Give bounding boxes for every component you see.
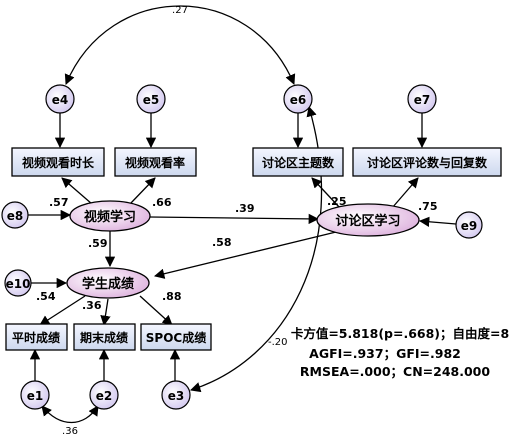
- error-e10-label: e10: [6, 277, 31, 291]
- coef-score-final: .36: [82, 299, 102, 312]
- error-e2-label: e2: [96, 389, 113, 403]
- latent-discussion-learning: 讨论区学习: [316, 203, 420, 237]
- box-usual-score-label: 平时成绩: [12, 330, 60, 345]
- error-e10: e10: [4, 269, 32, 297]
- coef-e3-e6: -.20: [268, 337, 288, 348]
- latent-video-learning-label: 视频学习: [84, 209, 136, 225]
- error-e6: e6: [283, 84, 313, 114]
- error-e3-label: e3: [168, 389, 185, 403]
- latent-video-learning: 视频学习: [69, 200, 151, 232]
- error-e1: e1: [20, 380, 50, 410]
- path-discussion-reply: [391, 177, 419, 209]
- box-topic-count-label: 讨论区主题数: [262, 155, 335, 170]
- latent-student-score: 学生成绩: [66, 267, 150, 299]
- fit-line-1: 卡方值=5.818(p=.668)；自由度=8: [291, 326, 509, 341]
- coef-e4-e6: .27: [172, 5, 188, 16]
- error-e8-label: e8: [7, 209, 24, 223]
- box-reply-count-label: 讨论区评论数与回复数: [367, 155, 488, 170]
- error-e9: e9: [455, 211, 483, 239]
- latent-variables: 视频学习 讨论区学习 学生成绩: [66, 200, 420, 299]
- box-usual-score: 平时成绩: [5, 323, 68, 351]
- coef-discussion-reply: .75: [418, 200, 438, 213]
- coef-discussion-score: .58: [212, 236, 232, 249]
- coef-discussion-topic: .25: [327, 195, 347, 208]
- cov-e1-e2: [41, 405, 99, 423]
- box-reply-count: 讨论区评论数与回复数: [352, 147, 502, 177]
- latent-discussion-learning-label: 讨论区学习: [335, 213, 400, 229]
- path-score-final: [100, 298, 111, 327]
- path-video-rate: [129, 177, 156, 205]
- observed-variables: 视频观看时长 视频观看率 讨论区主题数 讨论区评论数与回复数 平时成绩 期末成绩…: [5, 147, 502, 351]
- box-watch-duration: 视频观看时长: [11, 147, 105, 177]
- path-score-spoc: [139, 295, 173, 326]
- latent-student-score-label: 学生成绩: [82, 276, 134, 292]
- path-e9-discussion: [418, 216, 457, 227]
- box-final-score-label: 期末成绩: [80, 330, 128, 345]
- path-video-duration: [61, 177, 93, 205]
- error-e9-label: e9: [461, 219, 478, 233]
- fit-line-2: AGFI=.937；GFI=.982: [309, 346, 461, 361]
- error-e7: e7: [407, 84, 437, 114]
- box-watch-duration-label: 视频观看时长: [22, 155, 95, 170]
- path-video-discussion: [149, 213, 320, 225]
- path-score-usual: [39, 295, 86, 326]
- coef-score-spoc: .88: [162, 290, 182, 303]
- path-discussion-topic: [311, 177, 341, 209]
- coefficients: .27 .57 .66 .39 .25 .75 .59 .58 .54 .36 …: [36, 5, 438, 437]
- fit-statistics: 卡方值=5.818(p=.668)；自由度=8 AGFI=.937；GFI=.9…: [291, 326, 509, 379]
- error-e2: e2: [89, 380, 119, 410]
- error-e1-label: e1: [27, 389, 44, 403]
- box-final-score: 期末成绩: [73, 323, 136, 351]
- error-e7-label: e7: [414, 93, 431, 107]
- error-e5: e5: [136, 84, 166, 114]
- coef-video-score: .59: [88, 237, 108, 250]
- error-e8: e8: [1, 201, 29, 229]
- error-e3: e3: [161, 380, 191, 410]
- error-e6-label: e6: [290, 93, 307, 107]
- cov-e4-e6: [64, 5, 296, 85]
- box-spoc-score: SPOC成绩: [140, 323, 212, 351]
- box-watch-rate-label: 视频观看率: [125, 155, 185, 170]
- coef-score-usual: .54: [36, 290, 56, 303]
- coef-e1-e2: .36: [62, 426, 78, 437]
- fit-line-3: RMSEA=.000；CN=248.000: [300, 364, 490, 379]
- box-topic-count: 讨论区主题数: [252, 147, 344, 177]
- coef-video-discussion: .39: [235, 202, 255, 215]
- coef-video-duration: .57: [49, 196, 69, 209]
- error-e5-label: e5: [143, 93, 160, 107]
- error-e4: e4: [45, 84, 75, 114]
- error-terms: e4 e5 e6 e7 e8 e9 e10 e1 e2 e3: [1, 84, 483, 410]
- box-watch-rate: 视频观看率: [114, 147, 197, 177]
- error-e4-label: e4: [52, 93, 69, 107]
- box-spoc-score-label: SPOC成绩: [146, 330, 206, 345]
- coef-video-rate: .66: [152, 196, 172, 209]
